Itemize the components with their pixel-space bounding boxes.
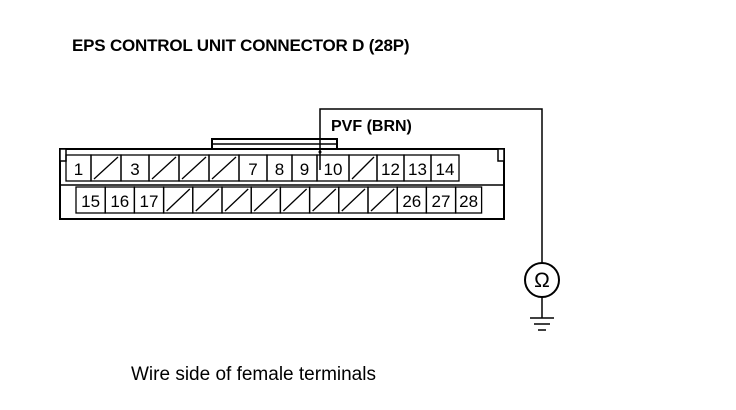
terminal-number: 7 bbox=[248, 160, 257, 179]
unused-terminal-slash bbox=[224, 188, 249, 212]
connector-body bbox=[59, 148, 505, 220]
terminal-number: 10 bbox=[324, 160, 343, 179]
terminal-number: 28 bbox=[459, 192, 478, 211]
unused-terminal-slash bbox=[166, 188, 191, 212]
terminal-number: 27 bbox=[432, 192, 451, 211]
unused-terminal-slash bbox=[351, 156, 375, 180]
unused-terminal-slash bbox=[341, 188, 366, 212]
probe-point bbox=[318, 150, 322, 154]
terminal-number: 12 bbox=[381, 160, 400, 179]
ohmmeter-symbol: Ω bbox=[534, 269, 550, 292]
terminal-number: 14 bbox=[436, 160, 455, 179]
terminal-cell bbox=[430, 154, 460, 182]
terminal-number: 9 bbox=[300, 160, 309, 179]
wire-label: PVF (BRN) bbox=[331, 118, 412, 135]
unused-terminal-slash bbox=[181, 156, 207, 180]
terminal-cell bbox=[454, 186, 483, 214]
ground-icon bbox=[530, 317, 554, 331]
unused-terminal-slash bbox=[312, 188, 337, 212]
probe-wire bbox=[319, 108, 543, 263]
unused-terminal-slash bbox=[370, 188, 395, 212]
terminal-number: 16 bbox=[110, 192, 129, 211]
unused-terminal-slash bbox=[253, 188, 278, 212]
connector-left-notch bbox=[59, 148, 67, 162]
unused-terminal-slash bbox=[93, 156, 119, 180]
terminal-number: 26 bbox=[402, 192, 421, 211]
terminal-number: 8 bbox=[275, 160, 284, 179]
terminal-number: 1 bbox=[74, 160, 83, 179]
terminal-number: 3 bbox=[130, 160, 139, 179]
unused-terminal-slash bbox=[211, 156, 237, 180]
diagram-caption: Wire side of female terminals bbox=[131, 364, 376, 385]
unused-terminal-slash bbox=[195, 188, 220, 212]
diagram-title: EPS CONTROL UNIT CONNECTOR D (28P) bbox=[72, 36, 410, 55]
connector-right-notch bbox=[497, 148, 505, 162]
unused-terminal-slash bbox=[151, 156, 177, 180]
unused-terminal-slash bbox=[282, 188, 308, 212]
terminal-number: 15 bbox=[81, 192, 100, 211]
terminal-number: 17 bbox=[140, 192, 159, 211]
terminal-number: 13 bbox=[408, 160, 427, 179]
